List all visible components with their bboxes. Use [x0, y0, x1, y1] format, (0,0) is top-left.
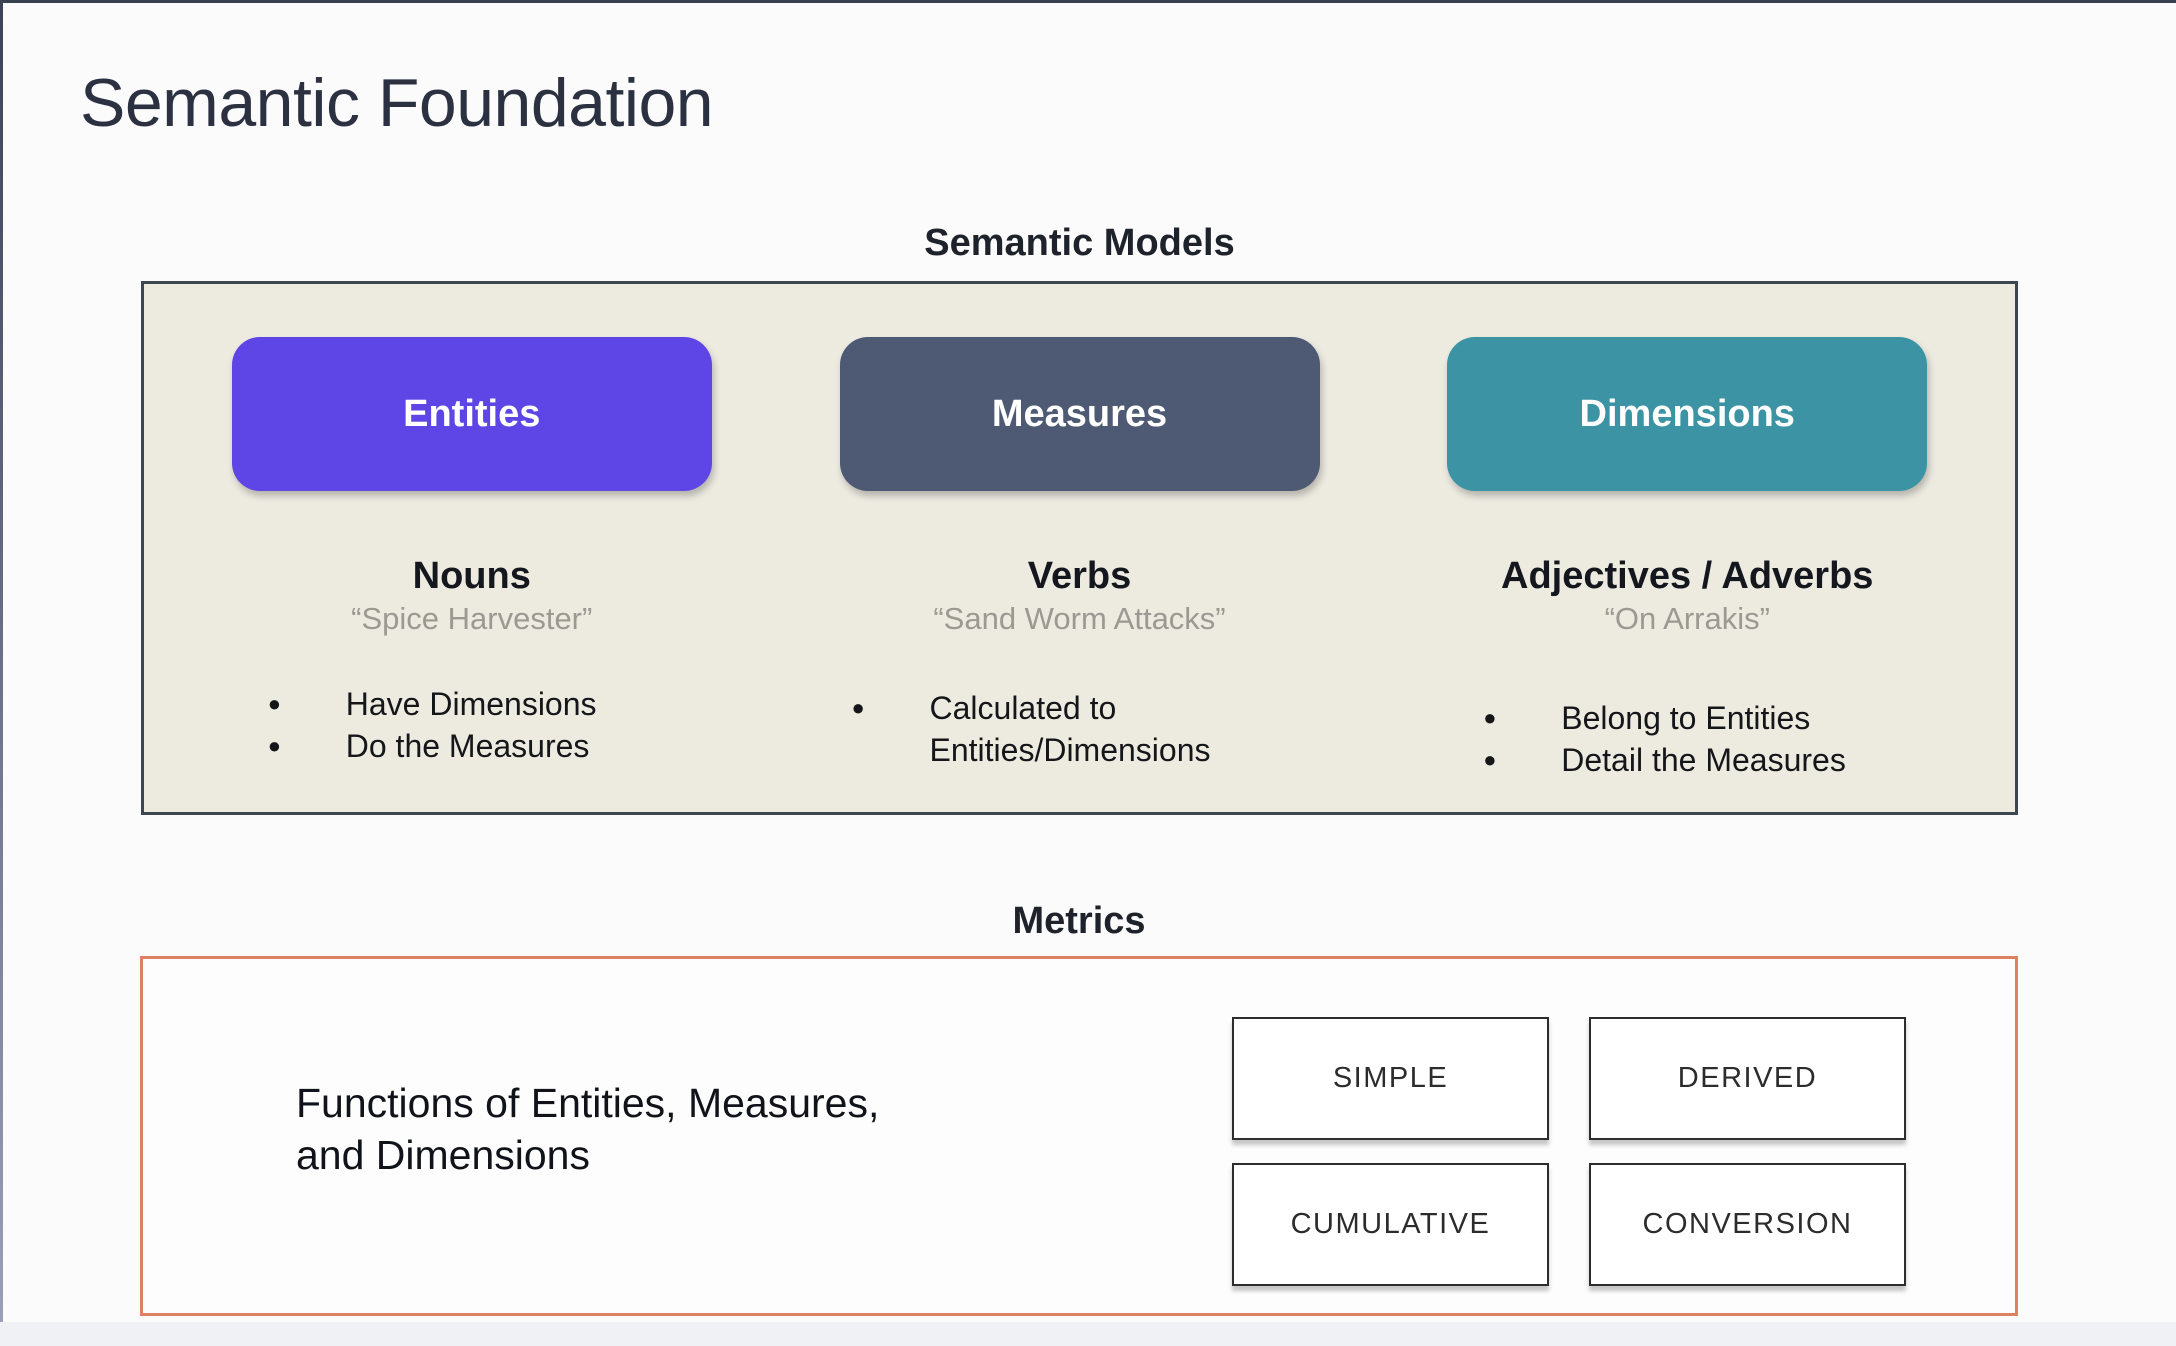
dimensions-example-label: “On Arrakis” [1604, 601, 1770, 636]
metric-type-label: DERIVED [1677, 1062, 1818, 1094]
metrics-heading: Metrics [1012, 900, 1146, 942]
metric-type-simple: SIMPLE [1232, 1017, 1549, 1140]
measures-pill: Measures [839, 337, 1320, 491]
metric-type-conversion: CONVERSION [1589, 1163, 1906, 1286]
bullet-text: Calculated to Entities/Dimensions [929, 690, 1211, 768]
bullet-text: Do the Measures [345, 728, 590, 764]
bullet-text: Have Dimensions [345, 686, 597, 722]
semantic-models-heading: Semantic Models [924, 222, 1235, 264]
dimensions-pill-label: Dimensions [1579, 392, 1795, 435]
bullet-text: Detail the Measures [1561, 742, 1846, 778]
bullet-dot-icon: ● [851, 695, 865, 720]
dimensions-pill: Dimensions [1447, 337, 1928, 491]
column-entities: Entities Nouns “Spice Harvester” ● Have … [192, 284, 752, 812]
column-dimensions: Dimensions Adjectives / Adverbs “On Arra… [1407, 284, 1967, 812]
bullet-dot-icon: ● [267, 691, 282, 716]
metric-type-label: CONVERSION [1642, 1208, 1853, 1240]
list-item: ● Do the Measures [268, 725, 712, 767]
column-measures: Measures Verbs “Sand Worm Attacks” ● Cal… [800, 284, 1360, 812]
metrics-panel: Functions of Entities, Measures, and Dim… [140, 956, 2018, 1316]
list-item: ● Detail the Measures [1483, 739, 1927, 781]
dimensions-role-label: Adjectives / Adverbs [1501, 555, 1874, 597]
entities-pill: Entities [231, 337, 712, 491]
entities-bullet-list: ● Have Dimensions ● Do the Measures [232, 683, 712, 767]
metric-type-grid: SIMPLE DERIVED CUMULATIVE CONVERSION [1232, 1017, 1906, 1286]
list-item: ● Have Dimensions [268, 683, 712, 725]
measures-role-label: Verbs [1027, 555, 1132, 597]
measures-bullet-list: ● Calculated to Entities/Dimensions [840, 687, 1320, 771]
window-border-top [0, 0, 2176, 3]
slide-bottom-margin [0, 1322, 2176, 1346]
metric-type-label: SIMPLE [1332, 1062, 1449, 1094]
dimensions-bullet-list: ● Belong to Entities ● Detail the Measur… [1447, 697, 1927, 781]
bullet-dot-icon: ● [1483, 705, 1497, 730]
window-border-left [0, 0, 3, 1346]
entities-example-label: “Spice Harvester” [351, 601, 593, 636]
entities-pill-label: Entities [403, 392, 541, 435]
list-item: ● Belong to Entities [1483, 697, 1927, 739]
list-item: ● Calculated to Entities/Dimensions [852, 687, 1320, 771]
metric-type-cumulative: CUMULATIVE [1232, 1163, 1549, 1286]
measures-example-label: “Sand Worm Attacks” [933, 601, 1226, 636]
metrics-description: Functions of Entities, Measures, and Dim… [296, 1080, 880, 1178]
bullet-dot-icon: ● [267, 733, 282, 758]
measures-pill-label: Measures [991, 392, 1168, 435]
metric-type-derived: DERIVED [1589, 1017, 1906, 1140]
bullet-dot-icon: ● [1483, 747, 1497, 772]
metric-type-label: CUMULATIVE [1290, 1208, 1491, 1240]
semantic-models-panel: Entities Nouns “Spice Harvester” ● Have … [141, 281, 2018, 815]
entities-role-label: Nouns [412, 555, 531, 597]
bullet-text: Belong to Entities [1561, 700, 1811, 736]
slide-title: Semantic Foundation [80, 65, 714, 141]
